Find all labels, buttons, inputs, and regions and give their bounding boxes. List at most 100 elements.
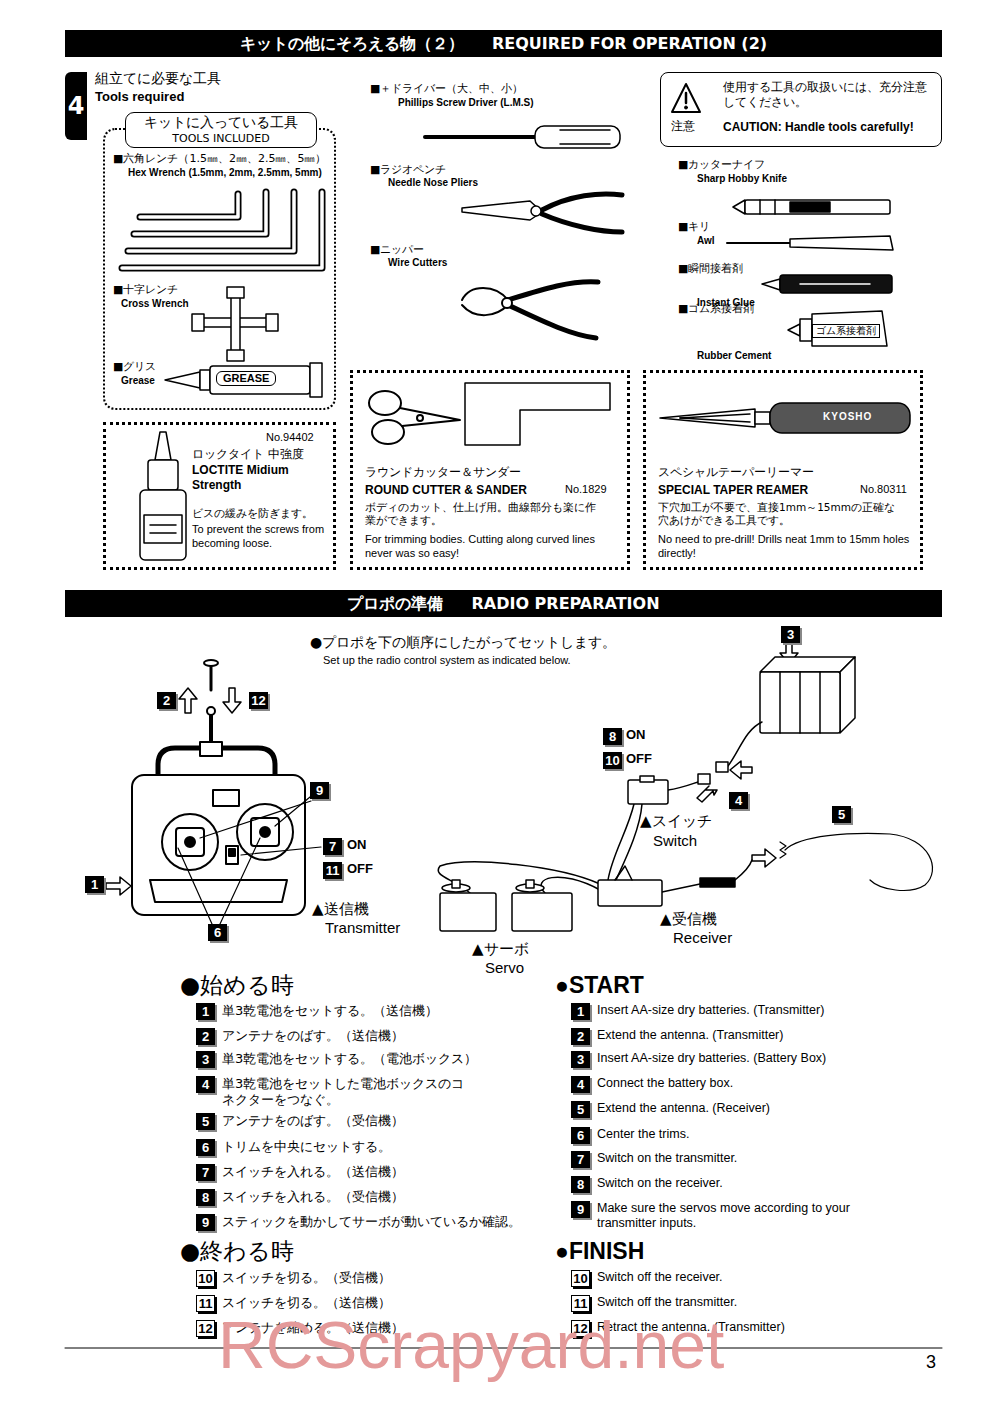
callout-number: 2 (196, 1028, 215, 1045)
step-text: アンテナをのばす。（受信機） (222, 1113, 404, 1129)
step-text: Make sure the servos move according to y… (597, 1201, 852, 1231)
step-text: アンテナをのばす。（送信機） (222, 1028, 404, 1044)
step-text: スイッチを切る。（受信機） (222, 1270, 391, 1286)
section-header: キットの他にそろえる物（２） REQUIRED FOR OPERATION (2) (65, 30, 942, 57)
step-text: Extend the antenna. (Receiver) (597, 1101, 770, 1116)
hobby-knife (733, 200, 890, 214)
part-name: Switch (653, 832, 697, 850)
leader-line (178, 797, 321, 924)
wire (438, 722, 932, 893)
tool-name: Awl (697, 235, 715, 247)
callout-number: 7 (571, 1151, 590, 1168)
callout-number: 6 (571, 1127, 590, 1144)
transmitter (132, 660, 305, 915)
tool-name: ■瞬間接着剤 (678, 262, 743, 275)
tool-name: Wire Cutters (388, 257, 447, 269)
step-text: スイッチを入れる。（送信機） (222, 1164, 404, 1180)
servo (440, 880, 572, 931)
part-name: Receiver (673, 929, 732, 947)
callout-number: 9 (310, 782, 329, 799)
tool-name: ■キリ (678, 220, 710, 233)
watermark: RCScrapyard.net (218, 1306, 724, 1385)
instruction: ●プロポを下の順序にしたがってセットします。 (310, 634, 616, 651)
section-heading: 組立てに必要な工具 (95, 70, 221, 87)
section-header: プロポの準備RADIO PREPARATION (65, 590, 942, 617)
callout-number: 12 (196, 1320, 215, 1337)
callout-number: 1 (196, 1003, 215, 1020)
callout-number: 7 (196, 1164, 215, 1181)
part-name: ▲スイッチ (640, 812, 712, 830)
tool-name: Hex Wrench (1.5mm, 2mm, 2.5mm, 5mm) (128, 167, 322, 179)
round-cutter (369, 391, 460, 444)
receiver (598, 866, 735, 906)
tool-name: ■六角レンチ（1.5㎜、2㎜、2.5㎜、5㎜） (113, 152, 326, 165)
grease-tube (165, 363, 322, 397)
tool-name: ■カッターナイフ (678, 158, 765, 171)
callout-number: 9 (196, 1214, 215, 1231)
callout-number: 1 (571, 1003, 590, 1020)
sander (465, 383, 610, 445)
step-text: トリムを中央にセットする。 (222, 1139, 391, 1155)
callout-number: 10 (571, 1270, 590, 1287)
callout-number: 11 (323, 862, 342, 879)
step-text: Insert AA-size dry batteries. (Battery B… (597, 1051, 826, 1066)
callout-number: 8 (603, 728, 622, 745)
product-box-text: ROUND CUTTER & SANDER (365, 483, 527, 498)
product-box-text: LOCTITE Midium Strength (192, 463, 312, 493)
callout-number: 4 (729, 792, 748, 809)
callout-number: 10 (196, 1270, 215, 1287)
tool-name: Needle Nose Pliers (388, 177, 478, 189)
rubber-cement-tube (788, 311, 887, 346)
callout-number: 4 (196, 1076, 215, 1093)
cross-wrench (192, 287, 278, 361)
callout-number: 3 (196, 1051, 215, 1068)
tool-name: Rubber Cement (697, 350, 771, 362)
step-text: Connect the battery box. (597, 1076, 733, 1091)
tool-name: Cross Wrench (121, 298, 189, 310)
step-text: 単3乾電池をセットする。（電池ボックス） (222, 1051, 477, 1067)
section-heading: Tools required (95, 89, 184, 105)
section-header-text: プロポの準備 (347, 594, 443, 614)
list-heading: ●始める時 (180, 972, 294, 1000)
needle-nose-pliers (462, 194, 622, 232)
step-text: Extend the antenna. (Transmitter) (597, 1028, 783, 1043)
product-box-text: To prevent the screws from becoming loos… (192, 523, 330, 551)
awl (727, 236, 893, 250)
step-text: Switch on the receiver. (597, 1176, 723, 1191)
callout-number: 5 (832, 806, 851, 823)
part-name: Servo (485, 959, 524, 977)
part-name: ▲送信機 (312, 900, 369, 918)
tool-name: ■十字レンチ (113, 283, 178, 296)
product-box-text: ラウンドカッター＆サンダー (365, 465, 521, 480)
page-number: 3 (926, 1352, 936, 1374)
callout-number: 8 (571, 1176, 590, 1193)
product-box: No.94402ロックタイト 中強度LOCTITE Midium Strengt… (103, 422, 336, 570)
instruction: Set up the radio control system as indic… (323, 654, 571, 667)
tool-name: ■グリス (113, 360, 156, 373)
caution-box-text: CAUTION: Handle tools carefully! (723, 120, 938, 135)
callout-number: 7 (323, 838, 342, 855)
screwdriver (425, 126, 620, 148)
brand-logo: KYOSHO (820, 411, 875, 423)
step-text: スイッチを入れる。（受信機） (222, 1189, 404, 1205)
tool-name: Phillips Screw Driver (L.M.S) (398, 97, 534, 109)
callout-number: 2 (157, 692, 176, 709)
step-text: Insert AA-size dry batteries. (Transmitt… (597, 1003, 824, 1018)
product-box-text: 下穴加工が不要で、直接1mm～15mmの正確な穴あけができる工具です。 (658, 501, 903, 527)
step-text: Switch off the transmitter. (597, 1295, 737, 1310)
callout-number: 2 (571, 1028, 590, 1045)
callout-number: 11 (196, 1295, 215, 1312)
step-text: Center the trims. (597, 1127, 689, 1142)
warning-symbol (672, 84, 700, 112)
section-header-text: REQUIRED FOR OPERATION (2) (492, 34, 767, 54)
step-text: 単3乾電池をセットした電池ボックスのコネクターをつなぐ。 (222, 1076, 467, 1107)
section-header-text: キットの他にそろえる物（２） (240, 34, 464, 54)
tool-name: Grease (121, 375, 155, 387)
tool-name: ■＋ドライバー（大、中、小） (370, 82, 523, 95)
callout-number: 12 (249, 692, 268, 709)
step-badge-text: 4 (68, 91, 85, 121)
list-heading: ●START (555, 972, 644, 1000)
product-box: スペシャルテーパーリーマーSPECIAL TAPER REAMERNo.8031… (643, 370, 923, 570)
product-box-text: ボディのカット、仕上げ用。曲線部分も楽に作業ができます。 (365, 501, 605, 527)
